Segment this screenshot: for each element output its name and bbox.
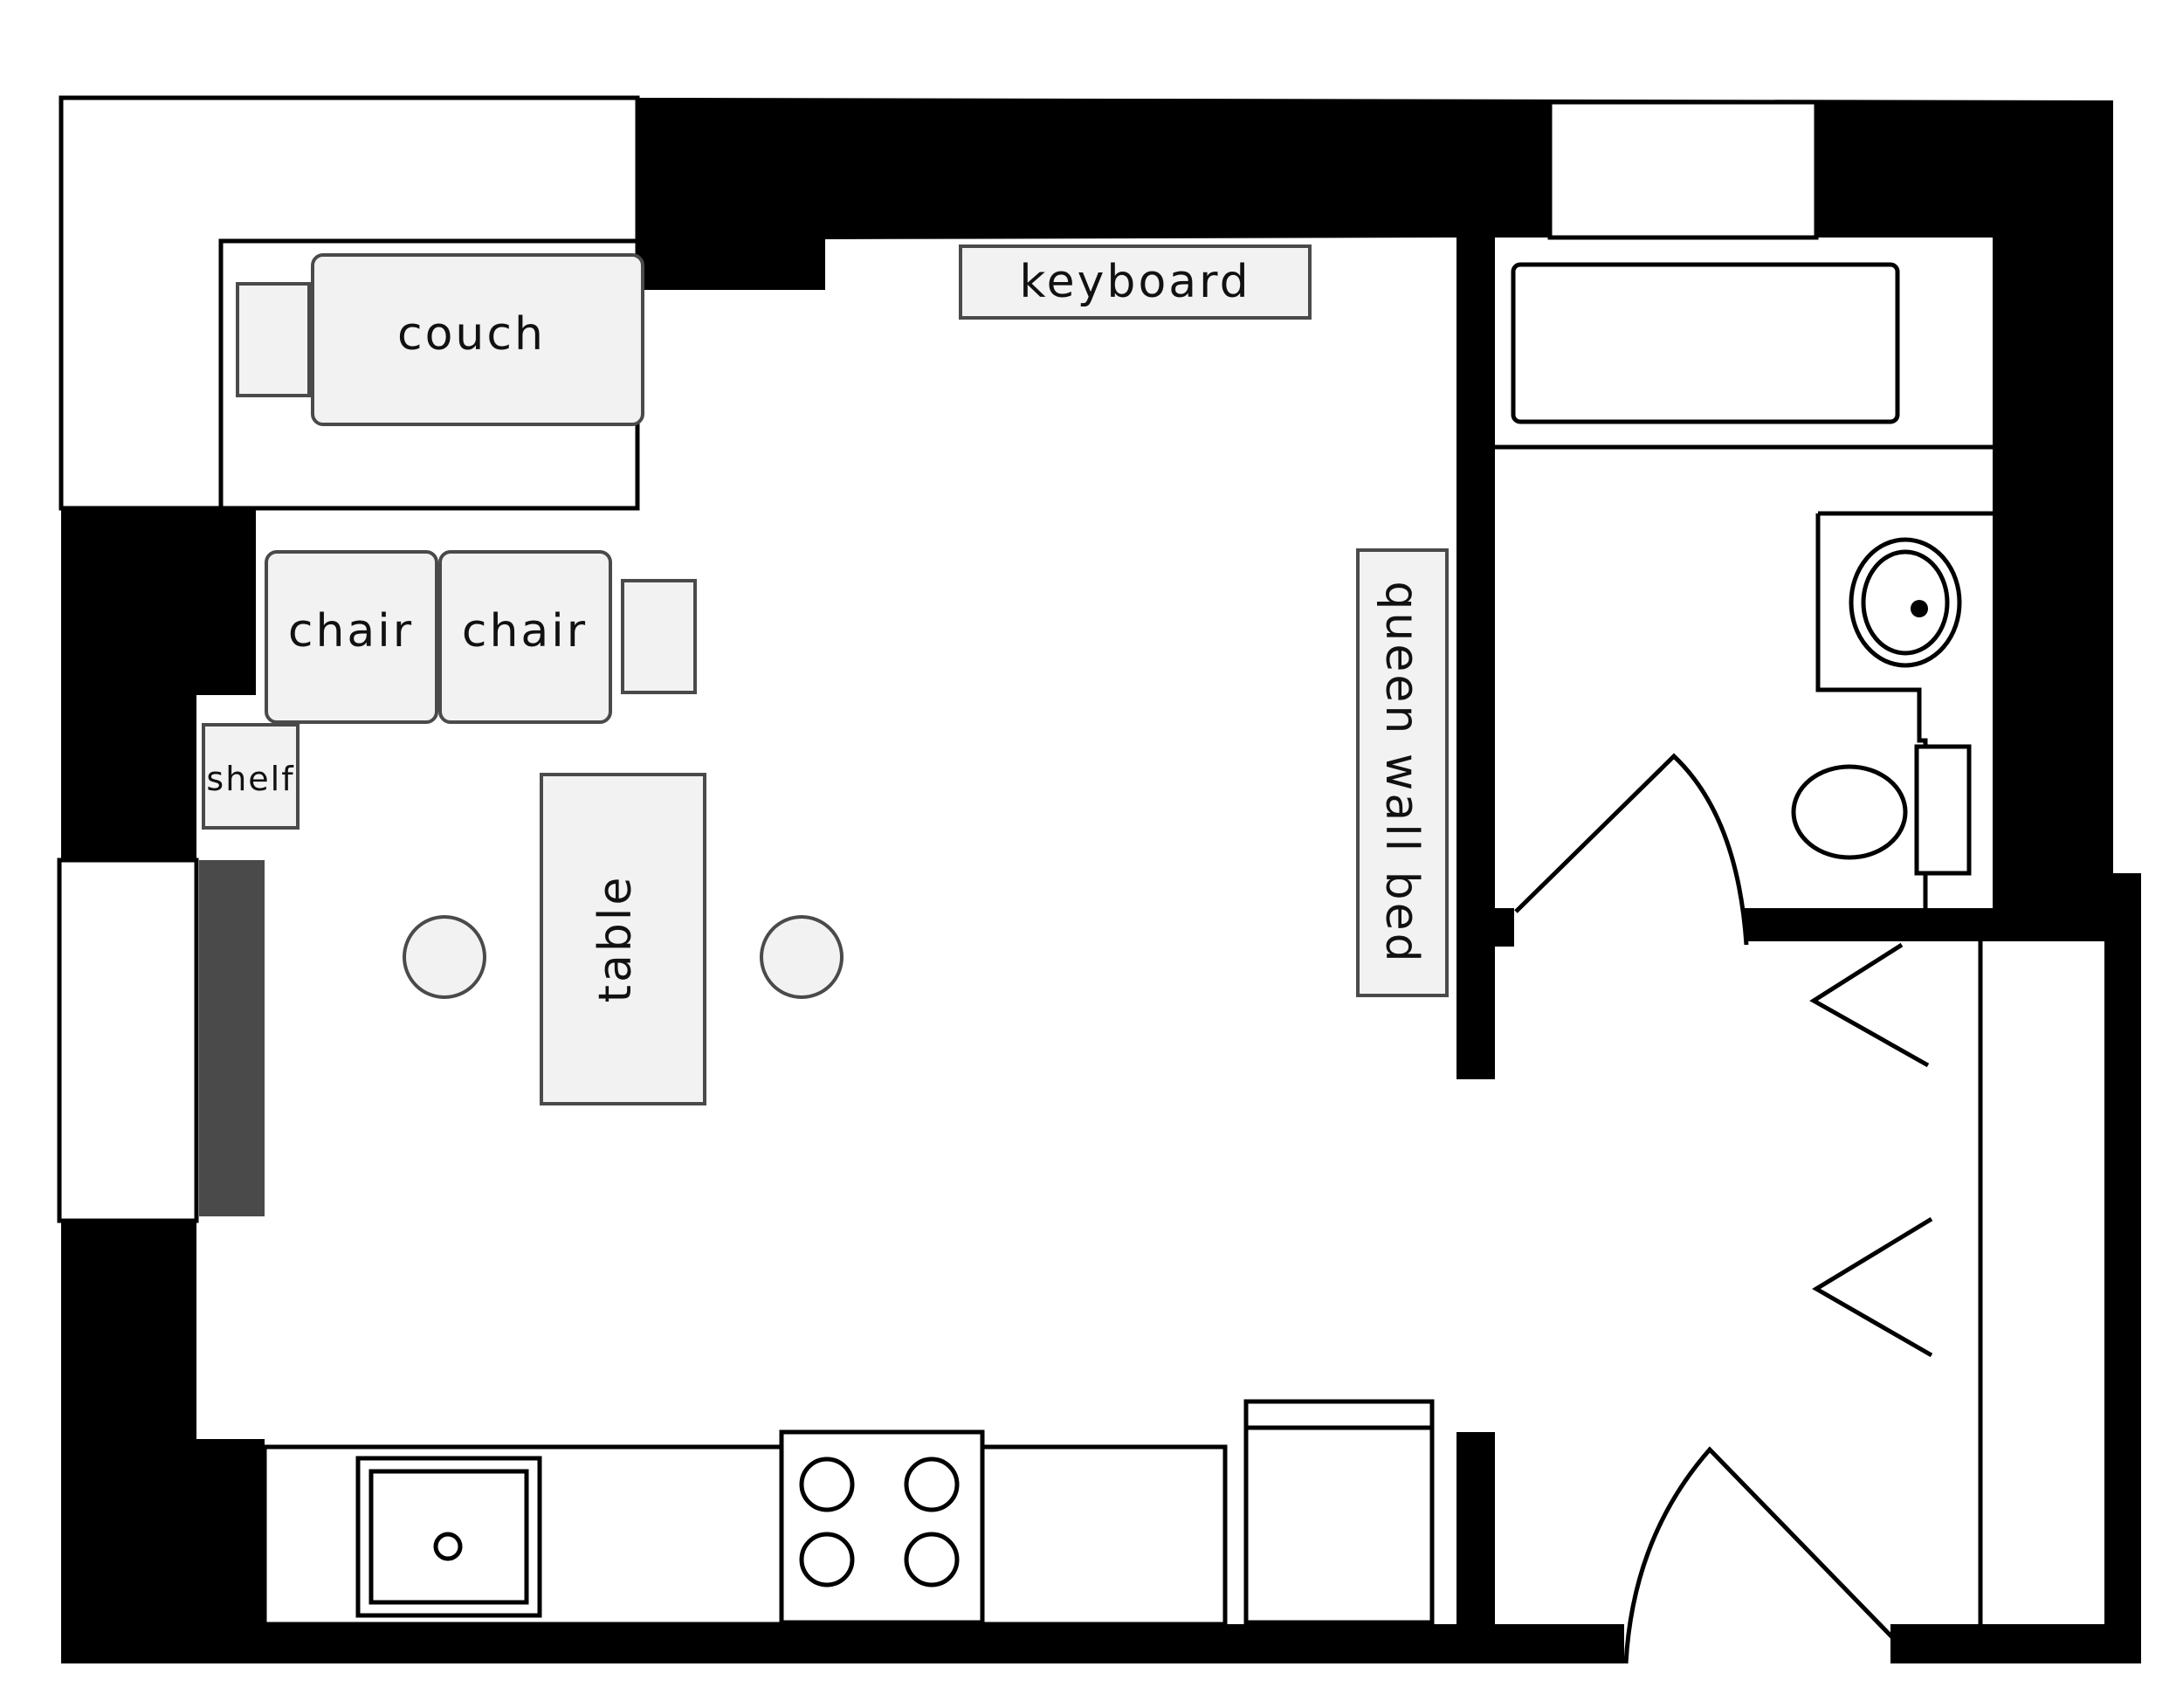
top-wall xyxy=(637,98,2141,1663)
bottom-wall-right xyxy=(1890,1624,2141,1663)
faucet-icon xyxy=(433,1532,463,1561)
chair-label: chair xyxy=(462,605,588,658)
bathroom-sink-basin xyxy=(1861,549,1950,656)
keyboard-label: keyboard xyxy=(1019,256,1250,308)
radiator xyxy=(199,860,265,1216)
stove xyxy=(779,1429,985,1625)
sink-basin xyxy=(368,1469,529,1605)
wall-bed-label: queen wall bed xyxy=(1375,581,1428,964)
side-table xyxy=(621,579,697,694)
kitchen-counter xyxy=(262,1444,1228,1627)
table xyxy=(540,773,706,1105)
couch-arm xyxy=(236,282,311,397)
fridge xyxy=(1243,1399,1435,1625)
window-top-right xyxy=(1547,100,1819,240)
kitchen-partition xyxy=(1456,1432,1495,1629)
table-label: table xyxy=(589,875,642,1003)
toilet-icon xyxy=(1791,764,1908,860)
toilet-tank xyxy=(1914,744,1972,876)
closet-door-icon xyxy=(1809,942,1930,1068)
stool xyxy=(403,915,486,999)
chair-label: chair xyxy=(288,605,414,658)
bathtub-icon xyxy=(1511,262,1900,424)
closet-door-icon-lower xyxy=(1812,1216,1933,1358)
door-swing-icon xyxy=(1514,753,1749,946)
stove-burner-icon xyxy=(799,1532,855,1587)
stove-burner-icon xyxy=(904,1532,960,1587)
left-wall-upper xyxy=(61,508,256,860)
sink-icon xyxy=(355,1456,542,1618)
window-left xyxy=(57,857,199,1223)
couch-label: couch xyxy=(397,308,546,361)
keyboard xyxy=(959,244,1312,320)
chair xyxy=(265,550,438,724)
chair xyxy=(438,550,612,724)
sink-drain-icon xyxy=(1911,600,1928,617)
queen-wall-bed xyxy=(1356,548,1449,997)
walls xyxy=(61,98,2141,1663)
couch xyxy=(311,253,644,426)
bathroom-sink-icon xyxy=(1849,537,1962,668)
shelf-label: shelf xyxy=(206,760,294,798)
stove-burner-icon xyxy=(799,1457,855,1512)
left-wall-lower xyxy=(61,1221,1624,1663)
shelf xyxy=(202,723,300,830)
bath-door-jamb xyxy=(1495,908,1514,947)
stool xyxy=(760,915,844,999)
window-top-left-inner xyxy=(218,238,637,508)
entry-door-swing-icon xyxy=(1623,1446,1895,1664)
stove-burner-icon xyxy=(904,1457,960,1512)
